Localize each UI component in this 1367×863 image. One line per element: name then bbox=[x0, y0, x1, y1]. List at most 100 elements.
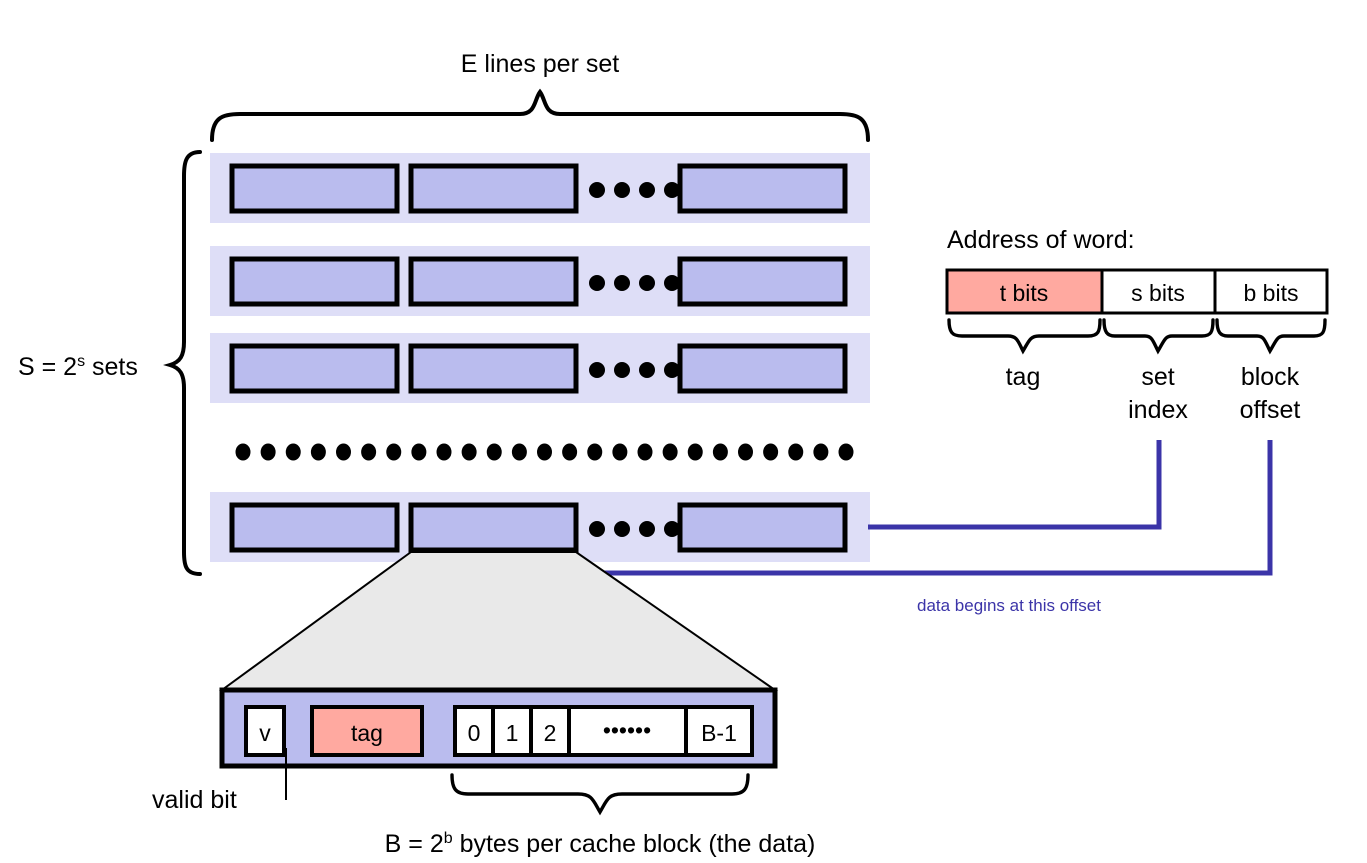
row-ellipsis-dot bbox=[639, 275, 655, 291]
set-index-brace-label: set bbox=[1141, 363, 1174, 391]
block-offset-brace-label: block bbox=[1241, 363, 1300, 391]
sets-ellipsis-dot bbox=[687, 443, 703, 461]
block-size-caption-superscript: b bbox=[444, 830, 453, 847]
cache-line-block[interactable] bbox=[677, 343, 848, 394]
sets-ellipsis-dot bbox=[813, 443, 829, 461]
set-index-connector bbox=[868, 440, 1162, 530]
cache-line-block[interactable] bbox=[677, 256, 848, 307]
row-ellipsis-dot bbox=[589, 275, 605, 291]
row-ellipsis-dot bbox=[614, 182, 630, 198]
byte-cell-ellipsis-label: •••••• bbox=[603, 717, 651, 743]
sets-ellipsis-dot bbox=[486, 443, 502, 461]
e-lines-per-set-label: E lines per set bbox=[461, 50, 619, 78]
address-heading: Address of word: bbox=[947, 226, 1135, 254]
sets-ellipsis-dot bbox=[788, 443, 804, 461]
address-field-b-bits-label: b bits bbox=[1244, 280, 1299, 306]
tag-cell-label: tag bbox=[351, 720, 383, 746]
set-index-brace bbox=[1102, 318, 1215, 355]
sets-ellipsis-dot bbox=[738, 443, 753, 461]
byte-cell-2-label: 2 bbox=[544, 720, 557, 746]
byte-cell-last[interactable] bbox=[684, 705, 754, 757]
sets-ellipsis-dot bbox=[235, 443, 251, 461]
block-offset-brace-label-2: offset bbox=[1240, 396, 1301, 424]
address-field-t-bits[interactable] bbox=[945, 268, 1104, 315]
byte-cell-last-label: B-1 bbox=[701, 720, 737, 746]
sets-ellipsis-dot bbox=[712, 443, 728, 461]
sets-ellipsis-dot bbox=[436, 443, 452, 461]
cache-line-block[interactable] bbox=[229, 343, 400, 394]
sets-ellipsis-dot bbox=[587, 443, 603, 461]
row-ellipsis-dot bbox=[664, 362, 680, 378]
sets-ellipsis-dot bbox=[662, 443, 678, 461]
sets-ellipsis-dot bbox=[260, 443, 276, 461]
valid-bit-cell-label: v bbox=[259, 720, 271, 746]
set-row bbox=[210, 246, 870, 316]
cache-line-block[interactable] bbox=[408, 163, 579, 214]
cache-line-block[interactable] bbox=[229, 163, 400, 214]
row-ellipsis-dot bbox=[614, 362, 630, 378]
address-field-s-bits-label: s bits bbox=[1131, 280, 1185, 306]
block-size-caption-head: B = 2 bbox=[385, 830, 444, 858]
sets-count-label-superscript: s bbox=[77, 353, 85, 370]
valid-bit-label: valid bit bbox=[152, 786, 237, 814]
row-ellipsis-dot bbox=[639, 182, 655, 198]
row-ellipsis-dot bbox=[589, 362, 605, 378]
sets-ellipsis-dot bbox=[637, 443, 653, 461]
row-ellipsis-dot bbox=[664, 275, 680, 291]
sets-ellipsis-dot bbox=[310, 443, 326, 461]
cache-line-block[interactable] bbox=[677, 502, 848, 553]
offset-annotation: data begins at this offset bbox=[917, 596, 1101, 615]
cache-line-block-selected[interactable] bbox=[408, 502, 579, 553]
tag-cell[interactable] bbox=[310, 705, 424, 757]
top-brace bbox=[210, 88, 870, 142]
valid-bit-cell[interactable] bbox=[244, 705, 286, 757]
block-size-caption-tail: bytes per cache block (the data) bbox=[453, 830, 816, 858]
block-offset-brace bbox=[1215, 318, 1327, 355]
set-row bbox=[210, 153, 870, 223]
cache-line-block[interactable] bbox=[408, 256, 579, 307]
sets-ellipsis-dot bbox=[511, 443, 527, 461]
sets-ellipsis-dot bbox=[461, 443, 477, 461]
cache-line-block[interactable] bbox=[677, 163, 848, 214]
row-ellipsis-dot bbox=[664, 521, 680, 537]
sets-ellipsis-dot bbox=[386, 443, 402, 461]
sets-ellipsis-dot bbox=[562, 443, 578, 461]
sets-ellipsis-dot bbox=[612, 443, 628, 461]
set-row bbox=[210, 492, 870, 562]
address-field-b-bits[interactable] bbox=[1213, 268, 1329, 315]
tag-brace bbox=[947, 318, 1102, 355]
set-index-brace-label-2: index bbox=[1128, 396, 1188, 424]
row-ellipsis-dot bbox=[639, 362, 655, 378]
block-size-caption: B = 2b bytes per cache block (the data) bbox=[385, 830, 816, 858]
sets-ellipsis-dot bbox=[763, 443, 779, 461]
sets-ellipsis-dot bbox=[336, 443, 351, 461]
sets-ellipsis-dot bbox=[285, 443, 301, 461]
sets-count-label-head: S = 2 bbox=[18, 353, 77, 381]
data-bytes-brace bbox=[450, 773, 750, 816]
row-ellipsis-dot bbox=[589, 521, 605, 537]
byte-cell-ellipsis bbox=[567, 705, 688, 757]
cache-line-block[interactable] bbox=[229, 502, 400, 553]
cache-line-block[interactable] bbox=[408, 343, 579, 394]
address-field-s-bits[interactable] bbox=[1100, 268, 1217, 315]
row-ellipsis-dot bbox=[664, 182, 680, 198]
sets-count-label-tail: sets bbox=[85, 353, 138, 381]
byte-cell-1-label: 1 bbox=[506, 720, 519, 746]
sets-ellipsis-dot bbox=[537, 443, 552, 461]
byte-cell-0-label: 0 bbox=[468, 720, 481, 746]
sets-ellipsis-dot bbox=[411, 443, 427, 461]
cache-line-block[interactable] bbox=[229, 256, 400, 307]
sets-ellipsis-dot bbox=[838, 443, 854, 461]
sets-vertical-ellipsis bbox=[235, 443, 854, 461]
byte-cell-1[interactable] bbox=[491, 705, 533, 757]
set-row bbox=[210, 333, 870, 403]
address-field-t-bits-label: t bits bbox=[1000, 280, 1049, 306]
sets-brace bbox=[163, 150, 202, 576]
sets-ellipsis-dot bbox=[361, 443, 377, 461]
row-ellipsis-dot bbox=[614, 275, 630, 291]
tag-brace-label: tag bbox=[1006, 363, 1041, 391]
row-ellipsis-dot bbox=[639, 521, 655, 537]
row-ellipsis-dot bbox=[589, 182, 605, 198]
sets-count-label: S = 2s sets bbox=[18, 353, 138, 381]
